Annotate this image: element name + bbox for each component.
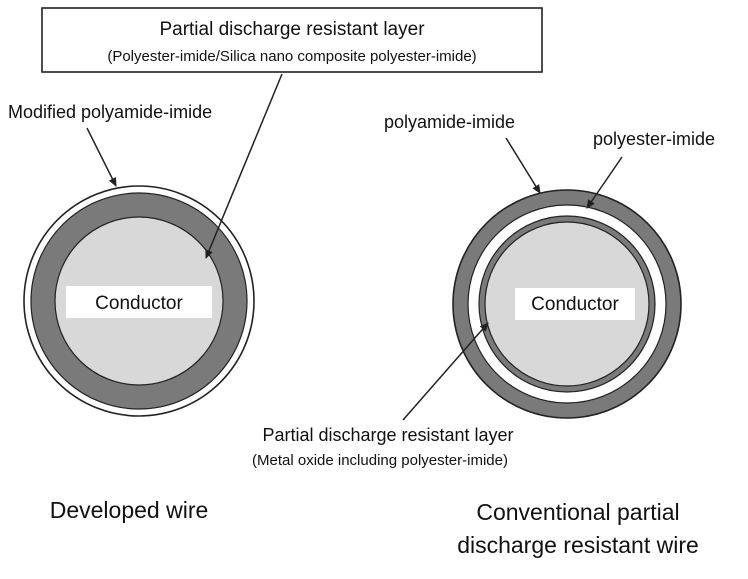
conventional-wire-cross-section: Conductor [452,189,682,419]
top-label-title: Partial discharge resistant layer [159,19,425,40]
label-conventional-discharge-layer: Partial discharge resistant layer [262,425,513,445]
top-label-subtitle: (Polyester-imide/Silica nano composite p… [107,48,476,65]
caption-conventional-line1: Conventional partial [476,499,679,525]
developed-conductor-label-bg [66,286,212,318]
conventional-conductor-label: Conductor [531,294,619,315]
label-modified-polyamide-imide: Modified polyamide-imide [8,102,212,122]
arrow-modified-polyamide-imide [86,127,117,187]
arrow-polyester-imide [586,156,623,209]
top-label-frame [41,7,543,73]
arrow-polyamide-imide [505,137,541,194]
developed-conductor-label: Conductor [95,293,183,314]
top-label-box: Partial discharge resistant layer (Polye… [41,7,543,73]
arrow-conventional-discharge-layer [402,322,489,421]
caption-developed-wire: Developed wire [50,497,209,523]
label-conventional-discharge-layer-sub: (Metal oxide including polyester-imide) [252,452,508,469]
conventional-conductor-label-bg [515,288,635,320]
caption-conventional-line2: discharge resistant wire [457,532,699,558]
arrow-top-to-developed-layer [205,73,283,259]
developed-wire-cross-section: Conductor [23,185,255,417]
label-polyamide-imide: polyamide-imide [384,112,515,132]
label-polyester-imide: polyester-imide [593,129,715,149]
